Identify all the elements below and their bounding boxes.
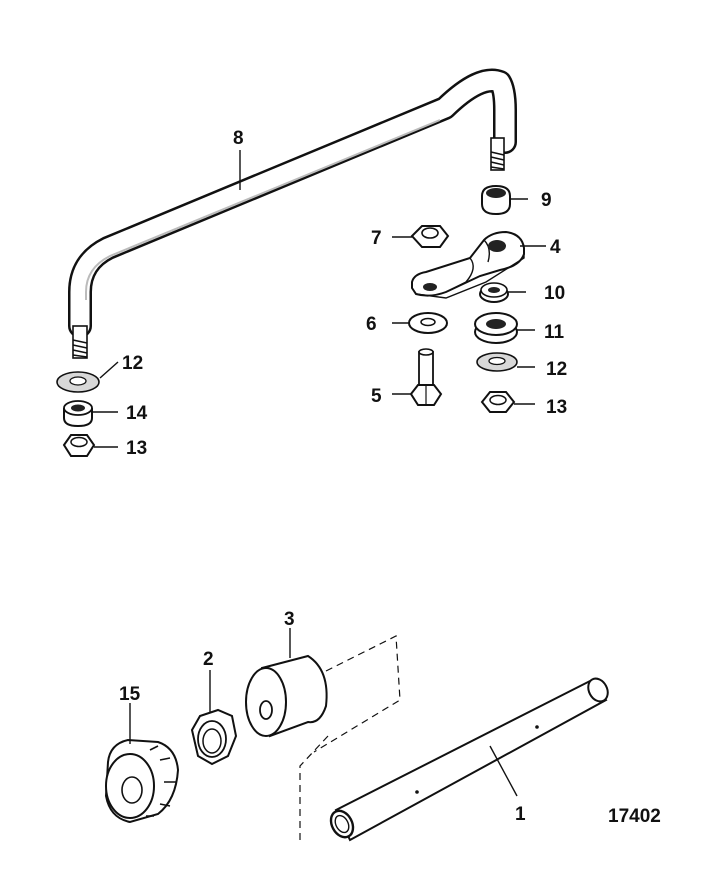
callout-labels: 8 9 7 4 10 6 11 12 5 13 12 14 13 3 2 15 … — [119, 128, 661, 827]
callout-11: 11 — [544, 322, 565, 343]
washer-part-6 — [408, 312, 448, 334]
callout-4: 4 — [550, 237, 561, 258]
cap-nut-part-15 — [104, 738, 180, 824]
lock-nut-part-13-left — [62, 434, 96, 457]
cap-nut-part-9 — [481, 184, 511, 216]
callout-12-right: 12 — [546, 359, 567, 380]
callout-15: 15 — [119, 684, 141, 705]
washer-part-12-right — [476, 352, 518, 372]
callout-3: 3 — [284, 609, 295, 630]
link-arm-part-4 — [411, 230, 525, 299]
callout-9: 9 — [541, 190, 552, 211]
callout-13-left: 13 — [126, 438, 147, 459]
tube-part-1 — [329, 677, 609, 842]
callout-13-right: 13 — [546, 397, 567, 418]
lock-nut-part-7 — [410, 225, 450, 248]
lock-nut-part-13-right — [480, 391, 516, 413]
callout-12-left: 12 — [122, 353, 143, 374]
spacer-part-14 — [63, 400, 93, 428]
leader-lines — [92, 150, 546, 797]
callout-10: 10 — [544, 283, 565, 304]
callout-2: 2 — [203, 649, 214, 670]
callout-8: 8 — [233, 128, 244, 149]
callout-6: 6 — [366, 314, 377, 335]
washer-part-12-left — [56, 371, 100, 393]
figure-number: 17402 — [608, 806, 661, 827]
jam-nut-part-2 — [190, 708, 238, 766]
bushing-part-10 — [479, 282, 509, 303]
sleeve-part-3 — [245, 654, 328, 738]
bushing-part-11 — [474, 312, 518, 344]
alignment-guide — [299, 635, 401, 840]
callout-1: 1 — [515, 804, 526, 825]
callout-5: 5 — [371, 386, 382, 407]
callout-14: 14 — [126, 403, 148, 424]
bolt-part-5 — [409, 348, 443, 406]
tie-bar-part-8 — [68, 68, 517, 359]
callout-7: 7 — [371, 228, 382, 249]
